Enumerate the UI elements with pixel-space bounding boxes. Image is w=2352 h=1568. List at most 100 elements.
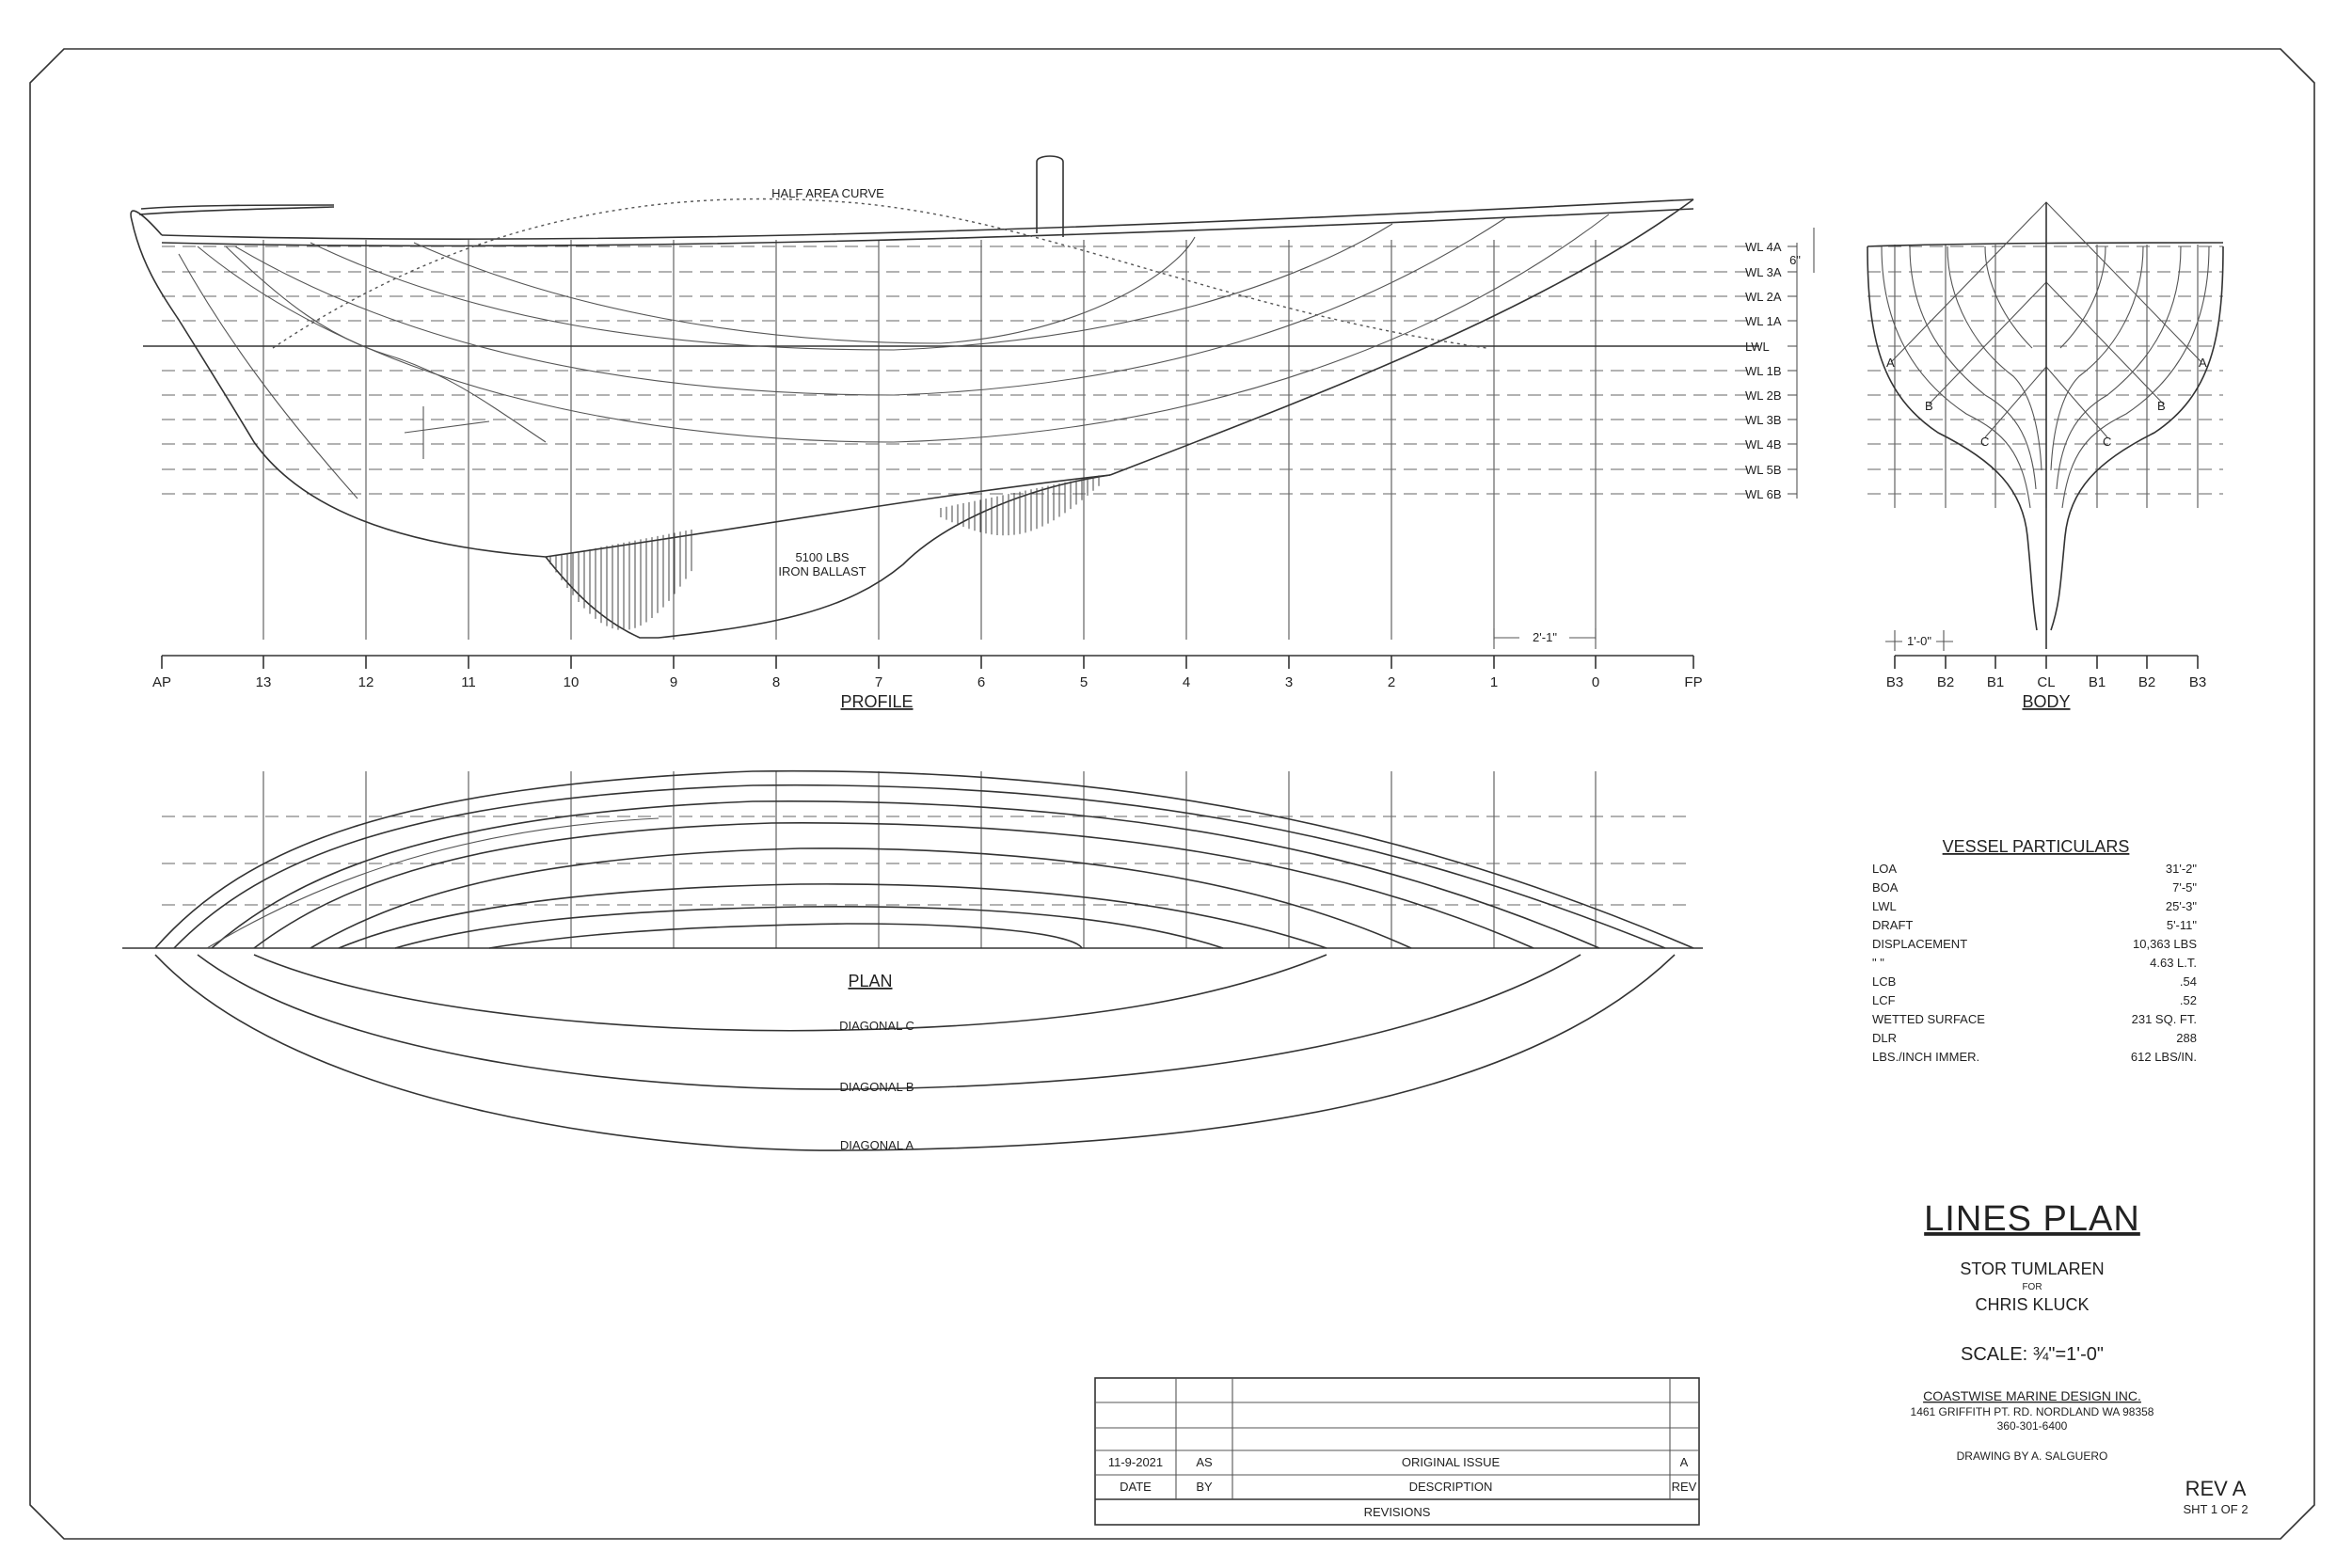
svg-text:2'-1": 2'-1" <box>1533 630 1557 644</box>
particular-label: LBS./INCH IMMER. <box>1872 1050 1979 1064</box>
title-block: LINES PLAN STOR TUMLAREN FOR CHRIS KLUCK… <box>1911 1199 2249 1516</box>
sheet-border <box>29 48 2315 1540</box>
station-label: 6 <box>977 674 985 690</box>
particular-label: WETTED SURFACE <box>1872 1012 1985 1026</box>
station-label: 9 <box>670 674 677 690</box>
diagonal-b-curve <box>197 954 1581 1090</box>
station-label: 5 <box>1080 674 1088 690</box>
mast <box>1036 155 1064 237</box>
revision-rev: A <box>1680 1455 1689 1469</box>
particular-label: LOA <box>1872 862 1897 876</box>
station-label: 8 <box>772 674 780 690</box>
particular-value: 25'-3" <box>2166 899 2198 913</box>
buttock-label: B3 <box>1886 674 1903 690</box>
particular-value: 31'-2" <box>2166 862 2198 876</box>
wl-spacing-dim: 6" <box>1789 228 1815 273</box>
station-label: AP <box>152 674 171 690</box>
station-label: 3 <box>1285 674 1293 690</box>
particular-label: DISPLACEMENT <box>1872 937 1967 951</box>
station-label: 7 <box>875 674 882 690</box>
revision-mark: REV A <box>2185 1477 2247 1500</box>
waterline-label: LWL <box>1745 340 1770 354</box>
buttock-label: B2 <box>2138 674 2155 690</box>
svg-text:A: A <box>1886 356 1895 370</box>
particular-label: LCB <box>1872 974 1896 989</box>
drawn-by: DRAWING BY A. SALGUERO <box>1957 1449 2108 1463</box>
half-area-curve-label: HALF AREA CURVE <box>771 186 884 200</box>
waterline-label: WL 6B <box>1745 487 1782 501</box>
svg-text:C: C <box>2103 435 2111 449</box>
buttock-label: B1 <box>1987 674 2004 690</box>
particular-value: 231 SQ. FT. <box>2132 1012 2197 1026</box>
particular-value: 7'-5" <box>2172 880 2197 895</box>
revision-date: 11-9-2021 <box>1108 1455 1163 1469</box>
particular-label: BOA <box>1872 880 1899 895</box>
buttock-label: B3 <box>2189 674 2206 690</box>
ballast-weight: 5100 LBS <box>795 550 849 564</box>
waterline-label: WL 2A <box>1745 290 1782 304</box>
waterline-label: WL 2B <box>1745 388 1782 403</box>
plan-view: PLAN DIAGONAL C DIAGONAL B DIAGONAL A <box>122 769 1703 1152</box>
profile-view: HALF AREA CURVE 5100 LBS IRON BALLAST 2'… <box>130 155 1815 711</box>
for-label: FOR <box>2022 1282 2042 1292</box>
header-by: BY <box>1196 1480 1213 1494</box>
particular-label: LWL <box>1872 899 1897 913</box>
body-title: BODY <box>2022 692 2070 711</box>
profile-stem <box>1109 198 1694 476</box>
station-label: FP <box>1684 674 1702 690</box>
plan-title: PLAN <box>848 972 892 990</box>
diagonal-c-label: DIAGONAL C <box>839 1019 914 1033</box>
profile-sheer <box>161 198 1694 240</box>
station-label: 0 <box>1592 674 1599 690</box>
particular-value: 5'-11" <box>2167 918 2198 932</box>
ballast-material: IRON BALLAST <box>778 564 866 578</box>
revisions-table: 11-9-2021 AS ORIGINAL ISSUE A DATE BY DE… <box>1094 1377 1700 1526</box>
particular-value: 288 <box>2176 1031 2197 1045</box>
diagonal-c-curve <box>253 954 1327 1032</box>
diagonal-a-curve <box>154 954 1676 1151</box>
buttock-label: B2 <box>1937 674 1954 690</box>
profile-title: PROFILE <box>840 692 913 711</box>
station-label: 12 <box>358 674 374 690</box>
particular-label: LCF <box>1872 993 1896 1007</box>
phone: 360-301-6400 <box>1997 1419 2068 1433</box>
svg-text:A: A <box>2199 356 2207 370</box>
station-label: 11 <box>461 674 476 690</box>
header-description: DESCRIPTION <box>1409 1480 1493 1494</box>
diagonal-a-label: DIAGONAL A <box>840 1138 914 1152</box>
revision-description: ORIGINAL ISSUE <box>1402 1455 1501 1469</box>
svg-text:B: B <box>1925 399 1933 413</box>
vessel-name: STOR TUMLAREN <box>1960 1259 2104 1278</box>
plan-sheer <box>154 769 1694 949</box>
svg-text:C: C <box>1980 435 1989 449</box>
svg-text:B: B <box>2157 399 2166 413</box>
sheet-number: SHT 1 OF 2 <box>2183 1502 2248 1516</box>
station-label: 1 <box>1490 674 1498 690</box>
station-label: 13 <box>256 674 272 690</box>
profile-stern <box>130 210 547 558</box>
drawing-title: LINES PLAN <box>1924 1199 2140 1239</box>
client-name: CHRIS KLUCK <box>1975 1295 2089 1314</box>
waterline-label: WL 3A <box>1745 265 1782 279</box>
particular-label: DLR <box>1872 1031 1897 1045</box>
waterline-label: WL 4B <box>1745 437 1782 451</box>
svg-text:6": 6" <box>1789 253 1801 267</box>
revisions-footer: REVISIONS <box>1364 1505 1431 1519</box>
waterline-label: WL 1B <box>1745 364 1782 378</box>
scale: SCALE: ¾"=1'-0" <box>1961 1344 2104 1365</box>
station-label: 10 <box>564 674 580 690</box>
diagonal-b-label: DIAGONAL B <box>840 1080 914 1094</box>
particular-value: .54 <box>2180 974 2197 989</box>
particular-label: " " <box>1872 956 1884 970</box>
revision-by: AS <box>1196 1455 1213 1469</box>
particular-value: 10,363 LBS <box>2133 937 2197 951</box>
header-date: DATE <box>1120 1480 1152 1494</box>
particular-label: DRAFT <box>1872 918 1913 932</box>
address: 1461 GRIFFITH PT. RD. NORDLAND WA 98358 <box>1911 1405 2154 1418</box>
buttock-label: CL <box>2037 674 2055 690</box>
waterline-label: WL 3B <box>1745 413 1782 427</box>
body-sections-left <box>1867 245 2038 631</box>
company: COASTWISE MARINE DESIGN INC. <box>1923 1388 2141 1403</box>
